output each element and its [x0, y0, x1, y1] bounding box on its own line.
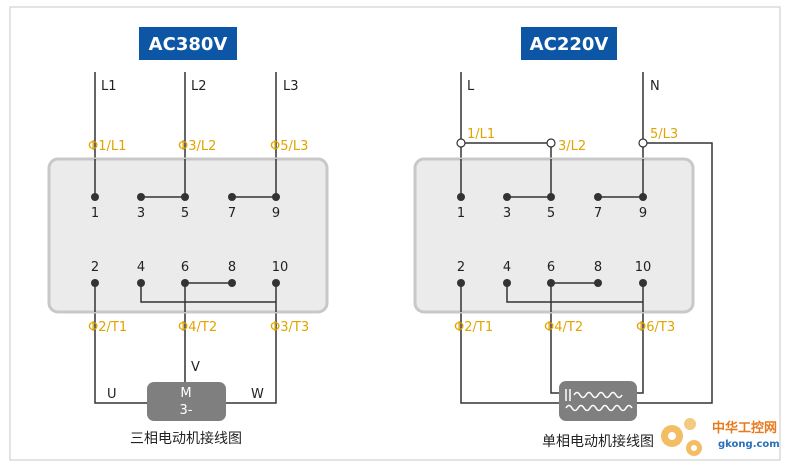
- sp-pin-2: 2: [457, 260, 465, 275]
- pin-3: 3: [137, 206, 145, 221]
- pin-1: 1: [91, 206, 99, 221]
- sp-terminal-6-t3: Φ6/T3: [636, 320, 675, 335]
- sp-pin-4: 4: [503, 260, 511, 275]
- sp-terminal-2-t1: Φ2/T1: [454, 320, 493, 335]
- pin-7: 7: [228, 206, 236, 221]
- sp-terminal-3-l2: 3/L2: [558, 139, 586, 154]
- single-phase-title: AC220V: [530, 34, 609, 55]
- sp-pin-7: 7: [594, 206, 602, 221]
- three-phase-diagram: AC380V L1 L2 L3 Φ1/L1 Φ3/L2 Φ5/L3: [47, 27, 329, 447]
- sp-pin-1: 1: [457, 206, 465, 221]
- three-phase-caption: 三相电动机接线图: [130, 430, 242, 447]
- line-l3-label: L3: [283, 79, 299, 94]
- line-n-label: N: [650, 79, 660, 94]
- sp-terminal-5-l3: 5/L3: [650, 127, 678, 142]
- sp-pin-8: 8: [594, 260, 602, 275]
- pin-6: 6: [181, 260, 189, 275]
- phase-w-label: W: [251, 387, 264, 402]
- single-phase-internal-wires: [460, 159, 644, 312]
- motor-label-m: M: [180, 386, 191, 401]
- three-phase-internal-wires: [94, 159, 277, 312]
- sp-pin-3: 3: [503, 206, 511, 221]
- watermark-brand: 中华工控网: [712, 420, 777, 436]
- three-phase-motor: [147, 382, 226, 421]
- single-phase-pin-dots: [457, 193, 647, 287]
- line-l2-label: L2: [191, 79, 207, 94]
- phase-v-label: V: [191, 360, 200, 375]
- sp-pin-10: 10: [635, 260, 652, 275]
- pin-2: 2: [91, 260, 99, 275]
- motor-label-3: 3-: [180, 403, 193, 418]
- terminal-3-t3: Φ3/T3: [270, 320, 309, 335]
- sp-pin-6: 6: [547, 260, 555, 275]
- single-phase-junctions: [456, 138, 648, 148]
- sp-pin-5: 5: [547, 206, 555, 221]
- terminal-5-l3: Φ5/L3: [270, 139, 308, 154]
- pin-10: 10: [272, 260, 289, 275]
- sp-terminal-4-t2: Φ4/T2: [544, 320, 583, 335]
- single-phase-relay-body: [413, 157, 695, 314]
- sp-pin-9: 9: [639, 206, 647, 221]
- terminal-2-t1: Φ2/T1: [88, 320, 127, 335]
- single-phase-caption: 单相电动机接线图: [542, 433, 654, 450]
- watermark-logo: 中华工控网 gkong.com: [661, 418, 780, 456]
- pin-4: 4: [137, 260, 145, 275]
- watermark-url: gkong.com: [718, 439, 780, 450]
- single-phase-diagram: AC220V L N 1/L1 3/L2 5/L3: [413, 27, 713, 450]
- sp-terminal-1-l1: 1/L1: [467, 127, 495, 142]
- single-phase-motor: [559, 381, 637, 421]
- three-phase-pin-dots: [91, 193, 280, 287]
- pin-8: 8: [228, 260, 236, 275]
- terminal-3-l2: Φ3/L2: [178, 139, 216, 154]
- terminal-4-t2: Φ4/T2: [178, 320, 217, 335]
- terminal-1-l1: Φ1/L1: [88, 139, 126, 154]
- line-l-label: L: [467, 79, 475, 94]
- three-phase-title: AC380V: [149, 34, 228, 55]
- three-phase-title-box: [139, 27, 237, 60]
- three-phase-relay-body: [47, 157, 329, 314]
- pin-9: 9: [272, 206, 280, 221]
- single-phase-title-box: [521, 27, 617, 60]
- pin-5: 5: [181, 206, 189, 221]
- phase-u-label: U: [107, 387, 117, 402]
- line-l1-label: L1: [101, 79, 117, 94]
